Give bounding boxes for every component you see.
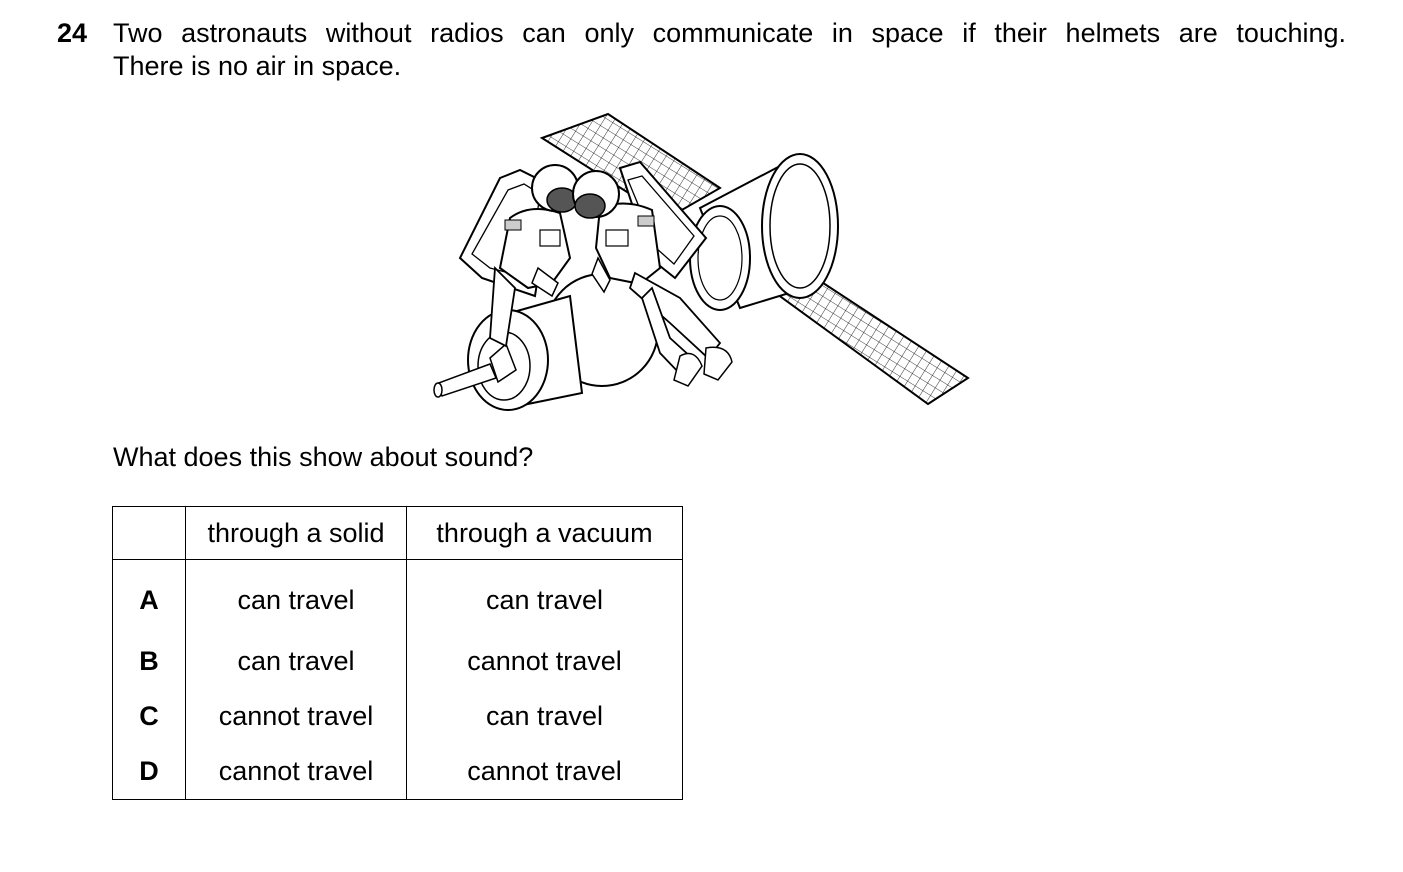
question-number: 24	[57, 18, 88, 48]
header-vacuum: through a vacuum	[406, 506, 683, 560]
table-header-row: through a solid through a vacuum	[112, 506, 683, 560]
table-row[interactable]: B can travel cannot travel	[112, 634, 683, 689]
option-letter: B	[112, 634, 186, 689]
question-prompt: What does this show about sound?	[113, 442, 534, 472]
option-solid: cannot travel	[185, 744, 407, 800]
header-solid: through a solid	[185, 506, 407, 560]
answer-options-table: through a solid through a vacuum A can t…	[112, 506, 683, 800]
option-letter: C	[112, 689, 186, 744]
question-stem: Two astronauts without radios can only c…	[113, 17, 1346, 83]
table-row[interactable]: C cannot travel can travel	[112, 689, 683, 744]
option-letter: D	[112, 744, 186, 800]
table-row[interactable]: D cannot travel cannot travel	[112, 744, 683, 800]
option-solid: cannot travel	[185, 689, 407, 744]
option-vacuum: can travel	[406, 559, 683, 634]
astronauts-satellite-illustration	[433, 112, 970, 411]
header-empty	[112, 506, 186, 560]
astronauts-satellite-figure	[420, 108, 980, 413]
option-vacuum: cannot travel	[406, 744, 683, 800]
option-letter: A	[112, 559, 186, 634]
stem-line-1: Two astronauts without radios can only c…	[113, 18, 1346, 48]
option-solid: can travel	[185, 634, 407, 689]
option-vacuum: can travel	[406, 689, 683, 744]
option-solid: can travel	[185, 559, 407, 634]
stem-line-2: There is no air in space.	[113, 51, 402, 81]
table-row[interactable]: A can travel can travel	[112, 559, 683, 634]
option-vacuum: cannot travel	[406, 634, 683, 689]
